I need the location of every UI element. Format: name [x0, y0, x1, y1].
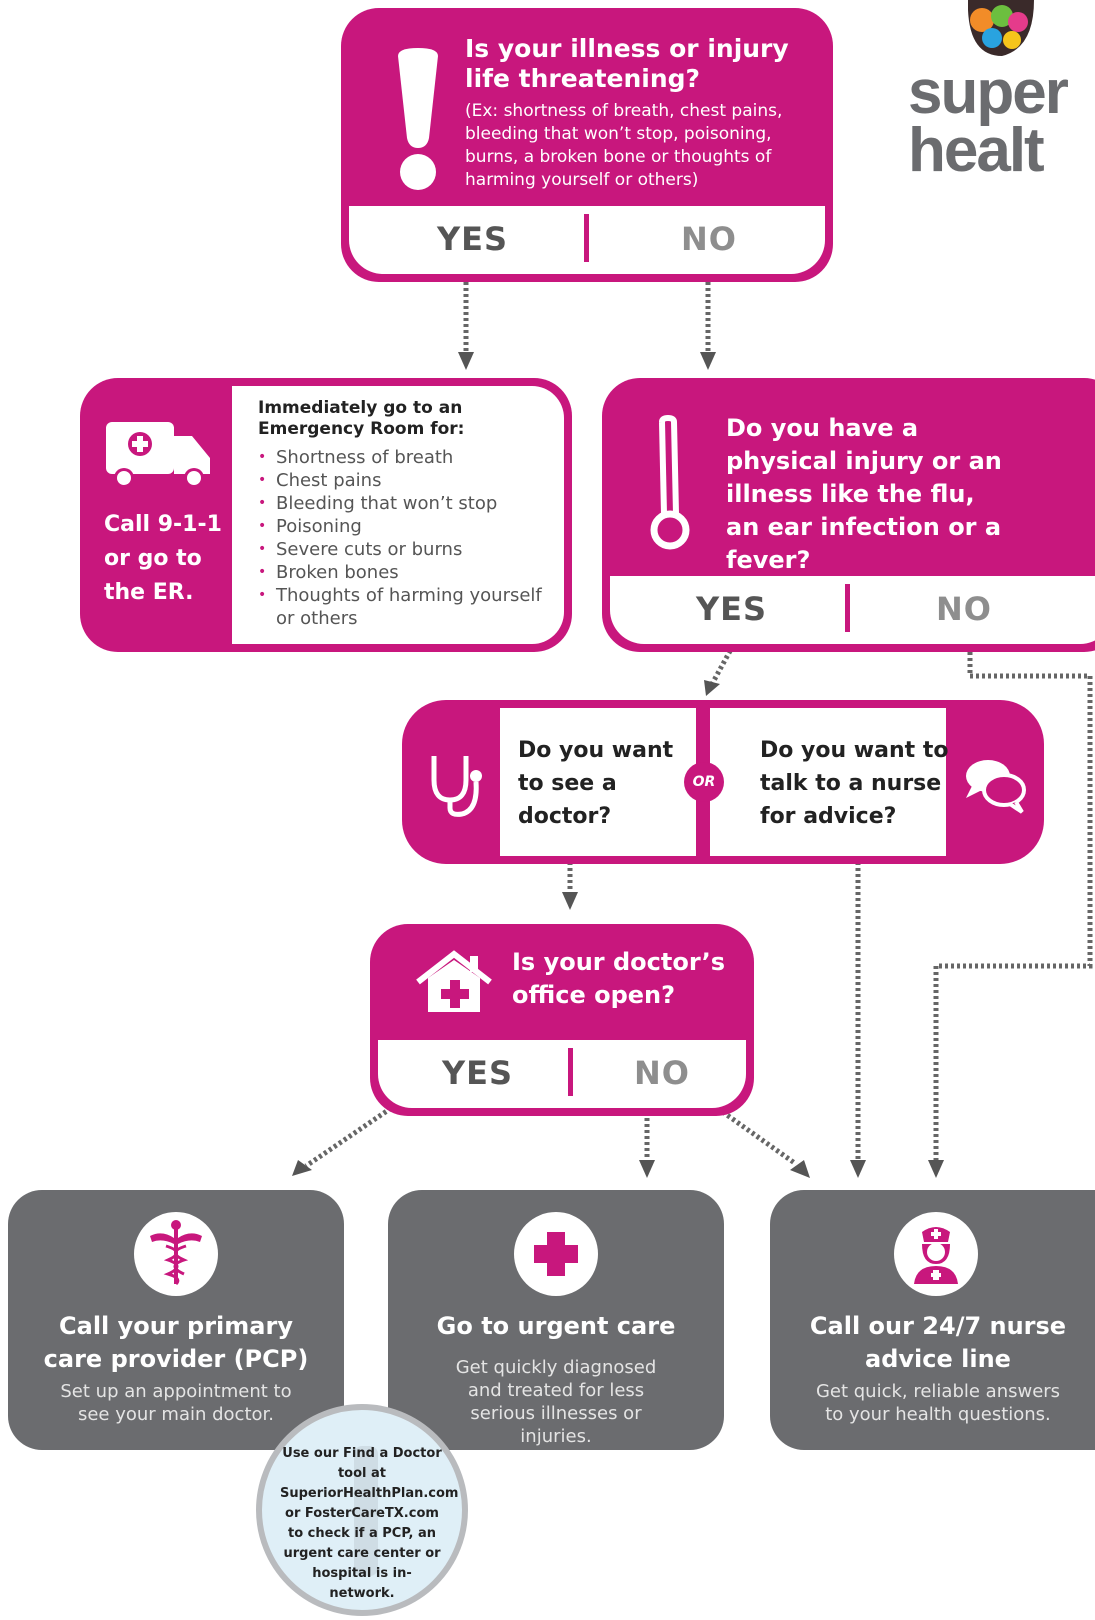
er-list-item: Shortness of breath — [256, 446, 546, 469]
office-open-question: Is your doctor’s office open? YES NO — [370, 924, 754, 1116]
yes-option[interactable]: YES — [696, 590, 768, 628]
er-list-heading: Immediately go to an Emergency Room for: — [258, 398, 465, 439]
tip-text: Use our Find a Doctor tool at SuperiorHe… — [280, 1446, 459, 1601]
nurse-line-card-title: Call our 24/7 nurse advice line — [809, 1312, 1067, 1373]
doctor-or-nurse-question: Do you want to see a doctor? Do you want… — [402, 700, 1044, 864]
logo-mark — [968, 0, 1034, 56]
call-911-label: Call 9-1-1 or go to the ER. — [104, 512, 222, 605]
nurse-line-card[interactable]: Call our 24/7 nurse advice line Get quic… — [770, 1190, 1095, 1450]
pcp-card-title: Call your primary care provider (PCP) — [43, 1312, 309, 1373]
answer-divider — [568, 1048, 573, 1096]
emergency-room-box: Call 9-1-1 or go to the ER. Immediately … — [80, 378, 572, 652]
house-cross-icon — [416, 950, 492, 1012]
chat-bubbles-icon — [966, 760, 1026, 814]
life-threatening-answers: YES NO — [349, 206, 825, 274]
nurse-line-card-subtitle: Get quick, reliable answers to your heal… — [815, 1381, 1061, 1425]
pcp-card[interactable]: Call your primary care provider (PCP) Se… — [8, 1190, 344, 1450]
or-badge: OR — [684, 762, 724, 802]
ambulance-icon — [106, 422, 210, 488]
office-open-title: Is your doctor’s office open? — [512, 948, 726, 1009]
er-list-item: Poisoning — [256, 515, 546, 538]
answer-divider — [584, 214, 589, 262]
talk-to-nurse-text[interactable]: Do you want to talk to a nurse for advic… — [760, 738, 949, 829]
life-threatening-detail: (Ex: shortness of breath, chest pains, b… — [465, 101, 783, 190]
no-option[interactable]: NO — [936, 590, 992, 628]
exclamation-icon — [398, 48, 438, 190]
see-doctor-text[interactable]: Do you want to see a doctor? — [518, 738, 674, 829]
er-list-item: Severe cuts or burns — [256, 538, 546, 561]
er-list: Shortness of breathChest painsBleeding t… — [256, 446, 546, 630]
life-threatening-question: Is your illness or injury life threateni… — [341, 8, 833, 282]
er-list-panel: Immediately go to an Emergency Room for:… — [232, 386, 564, 644]
tip-watermark-icon — [354, 1446, 378, 1576]
life-threatening-title: Is your illness or injury life threateni… — [465, 34, 789, 93]
nurse-panel: Do you want to talk to a nurse for advic… — [710, 708, 948, 856]
doctor-panel: Do you want to see a doctor? — [500, 708, 696, 856]
er-list-item: Thoughts of harming yourself or others — [256, 584, 546, 630]
urgent-care-card[interactable]: Go to urgent care Get quickly diagnosed … — [388, 1190, 724, 1450]
find-doctor-tip: Use our Find a Doctor tool at SuperiorHe… — [256, 1404, 468, 1616]
er-list-item: Bleeding that won’t stop — [256, 492, 546, 515]
stethoscope-icon — [431, 756, 482, 817]
nurse-icon — [894, 1212, 978, 1296]
urgent-care-card-subtitle: Get quickly diagnosed and treated for le… — [455, 1357, 657, 1447]
answer-divider — [845, 584, 850, 632]
office-open-answers: YES NO — [378, 1040, 746, 1108]
physical-injury-answers: YES NO — [610, 576, 1095, 644]
urgent-care-card-title: Go to urgent care — [436, 1312, 676, 1340]
yes-option[interactable]: YES — [437, 220, 509, 258]
er-list-item: Chest pains — [256, 469, 546, 492]
no-option[interactable]: NO — [681, 220, 737, 258]
medical-cross-icon — [514, 1212, 598, 1296]
caduceus-icon — [134, 1212, 218, 1296]
thermometer-icon — [650, 414, 690, 550]
physical-injury-question: Do you have a physical injury or an illn… — [602, 378, 1095, 652]
physical-injury-title: Do you have a physical injury or an illn… — [726, 414, 1002, 574]
no-option[interactable]: NO — [634, 1054, 690, 1092]
er-list-item: Broken bones — [256, 561, 546, 584]
pcp-card-subtitle: Set up an appointment to see your main d… — [60, 1381, 292, 1425]
yes-option[interactable]: YES — [442, 1054, 514, 1092]
